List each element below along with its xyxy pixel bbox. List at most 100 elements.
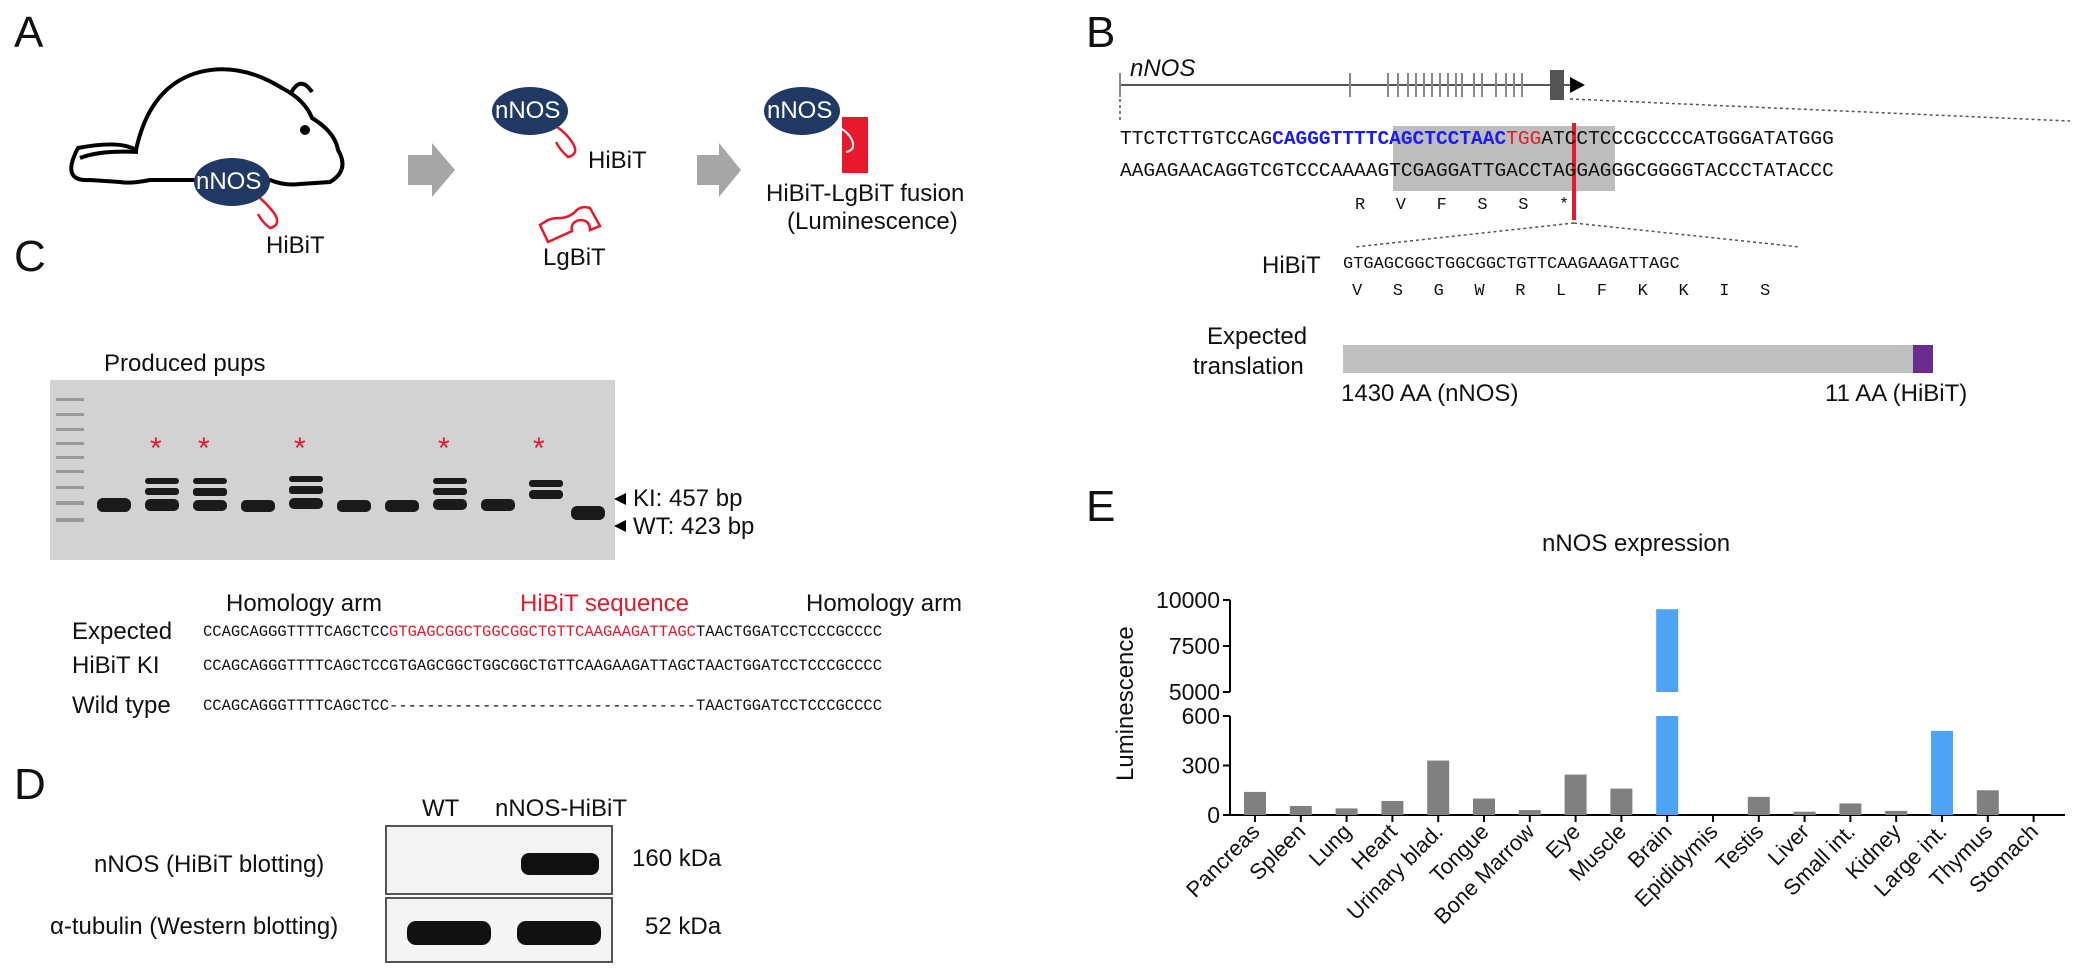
y-tick-label: 10000 (1156, 587, 1220, 613)
bar-urinary-blad- (1427, 760, 1450, 815)
tubulin-band-ki (517, 921, 601, 945)
nnos-protein-icon (492, 87, 568, 135)
nnos-protein-icon (764, 87, 840, 135)
seq-top-pam: TGG (1506, 128, 1542, 150)
wt-band-label: WT: 423 bp (633, 513, 755, 540)
bar-pancreas (1244, 791, 1266, 815)
mouse-outline-icon (69, 67, 345, 187)
blot-row2-label: α-tubulin (Western blotting) (50, 913, 339, 940)
hibit-sequence-header: HiBiT sequence (520, 590, 689, 617)
expected-label-2: translation (1193, 353, 1304, 380)
bar-thymus (1976, 790, 1999, 815)
bar-small-int- (1839, 803, 1862, 815)
luminescence-bar-chart: 03006005000750010000PancreasSpleenLungHe… (1156, 587, 2065, 929)
bar-muscle (1610, 788, 1633, 815)
middle-nnos-label: nNOS (495, 97, 561, 124)
panel-label-b: B (1086, 8, 1116, 57)
seq-mid: GTGAGCGGCTGGCGGCTGTTCAAGAAGATTAGC (389, 623, 696, 641)
western-blot-image (385, 825, 613, 963)
bar-liver (1793, 811, 1816, 815)
luminescence-label: (Luminescence) (787, 208, 958, 235)
seq-right: TAACTGGATCCTCCCGCCCC (695, 697, 883, 715)
row-label-wild-type: Wild type (72, 692, 171, 719)
seq-left: CCAGCAGGGTTTTCAGCTCC (203, 697, 390, 715)
x-tick-label: Testis (1711, 819, 1768, 876)
y-tick-label: 0 (1207, 802, 1220, 828)
seq-top-black: TTCTCTTGTCCAG (1120, 128, 1273, 150)
arrow-icon (697, 143, 741, 197)
seq-right: TAACTGGATCCTCCCGCCCC (695, 657, 883, 675)
mouse-eye-icon (300, 125, 310, 135)
row-seq-hibit-ki: CCAGCAGGGTTTTCAGCTCCGTGAGCGGCTGGCGGCTGTT… (203, 657, 882, 675)
bar-spleen (1289, 805, 1312, 815)
middle-hibit-label: HiBiT (588, 147, 647, 174)
arrowhead-icon (1570, 77, 1585, 93)
triangle-icon (614, 493, 626, 505)
nnos-translation-bar (1343, 345, 1913, 373)
bar-brain-upper (1656, 609, 1679, 692)
bar-kidney (1885, 810, 1908, 815)
band-markers (614, 493, 626, 532)
seq-left: CCAGCAGGGTTTTCAGCTCC (203, 657, 390, 675)
blot-row2-size: 52 kDa (645, 913, 722, 940)
triangle-icon (614, 520, 626, 532)
ki-star: * (438, 432, 450, 465)
hibit-tag-icon (256, 197, 279, 230)
panel-label-e: E (1086, 482, 1116, 531)
seq-right: TAACTGGATCCTCCCGCCCC (695, 623, 883, 641)
gel-title: Produced pups (104, 350, 266, 377)
gene-name: nNOS (1130, 55, 1196, 82)
arrow-icon (408, 143, 455, 197)
seq-top-sgrna: CAGGGTTTTCAGCTCCTAAC (1272, 128, 1507, 150)
panel-b-gene-map (1119, 70, 2070, 373)
panel-label-a: A (14, 8, 44, 57)
ki-star: * (294, 432, 306, 465)
blot-row1-label: nNOS (HiBiT blotting) (94, 851, 325, 878)
bar-lung (1335, 808, 1358, 815)
sgrna-highlight (1393, 126, 1615, 191)
bar-heart (1381, 800, 1404, 815)
middle-lgbit-label: LgBiT (543, 244, 606, 271)
hibit-aa: V S G W R L F K K I S (1352, 282, 1771, 301)
hibit-length: 11 AA (HiBiT) (1825, 380, 1968, 407)
row-seq-expected: CCAGCAGGGTTTTCAGCTCCGTGAGCGGCTGGCGGCTGTT… (203, 623, 882, 641)
panel-a-schematic (69, 67, 868, 244)
fusion-label: HiBiT-LgBiT fusion (766, 180, 965, 207)
x-tick-label: Lung (1304, 819, 1356, 871)
tubulin-band-wt (407, 921, 491, 945)
mouse-nnos-label: nNOS (196, 168, 262, 195)
hibit-seq: GTGAGCGGCTGGCGGCTGTTCAAGAAGATTAGC (1343, 255, 1680, 274)
last-exon (1550, 70, 1564, 100)
seq-left: CCAGCAGGGTTTTCAGCTCC (203, 623, 390, 641)
chart-title: nNOS expression (1542, 530, 1731, 557)
mouse-hibit-label: HiBiT (266, 232, 325, 259)
ki-star: * (198, 432, 210, 465)
chart-ylabel: Luminescence (1112, 626, 1139, 781)
seq-mid: GTGAGCGGCTGGCGGCTGTTCAAGAAGATTAGC (389, 657, 696, 675)
bar-eye (1564, 774, 1587, 815)
row-seq-wild-type: CCAGCAGGGTTTTCAGCTCC--------------------… (203, 697, 882, 715)
y-tick-label: 300 (1182, 753, 1220, 779)
hibit-translation-bar (1913, 345, 1933, 373)
row-label-expected: Expected (72, 618, 173, 645)
right-nnos-label: nNOS (767, 97, 833, 124)
homology-arm-right: Homology arm (806, 590, 963, 617)
col-nnos-hibit: nNOS-HiBiT (495, 795, 628, 822)
bar-testis (1747, 796, 1770, 815)
blot-row1-size: 160 kDa (632, 845, 722, 872)
pcr-gel-image (50, 380, 615, 560)
y-tick-label: 5000 (1169, 679, 1220, 705)
bar-bone-marrow (1518, 810, 1541, 815)
seq-bottom: AAGAGAACAGGTCGTCCCAAAAGTCGAGGATTGACCTAGG… (1120, 160, 1834, 182)
seq-mid: --------------------------------- (389, 697, 696, 715)
y-tick-label: 600 (1182, 703, 1220, 729)
col-wt: WT (422, 795, 460, 822)
row-label-hibit-ki: HiBiT KI (72, 652, 160, 679)
homology-arm-left: Homology arm (226, 590, 383, 617)
nnos-length: 1430 AA (nNOS) (1341, 380, 1519, 407)
lgbit-icon (538, 205, 602, 244)
aa-top: R V F S S * (1355, 196, 1570, 215)
y-tick-label: 7500 (1169, 633, 1220, 659)
panel-label-c: C (14, 232, 46, 281)
panel-label-d: D (14, 760, 46, 809)
